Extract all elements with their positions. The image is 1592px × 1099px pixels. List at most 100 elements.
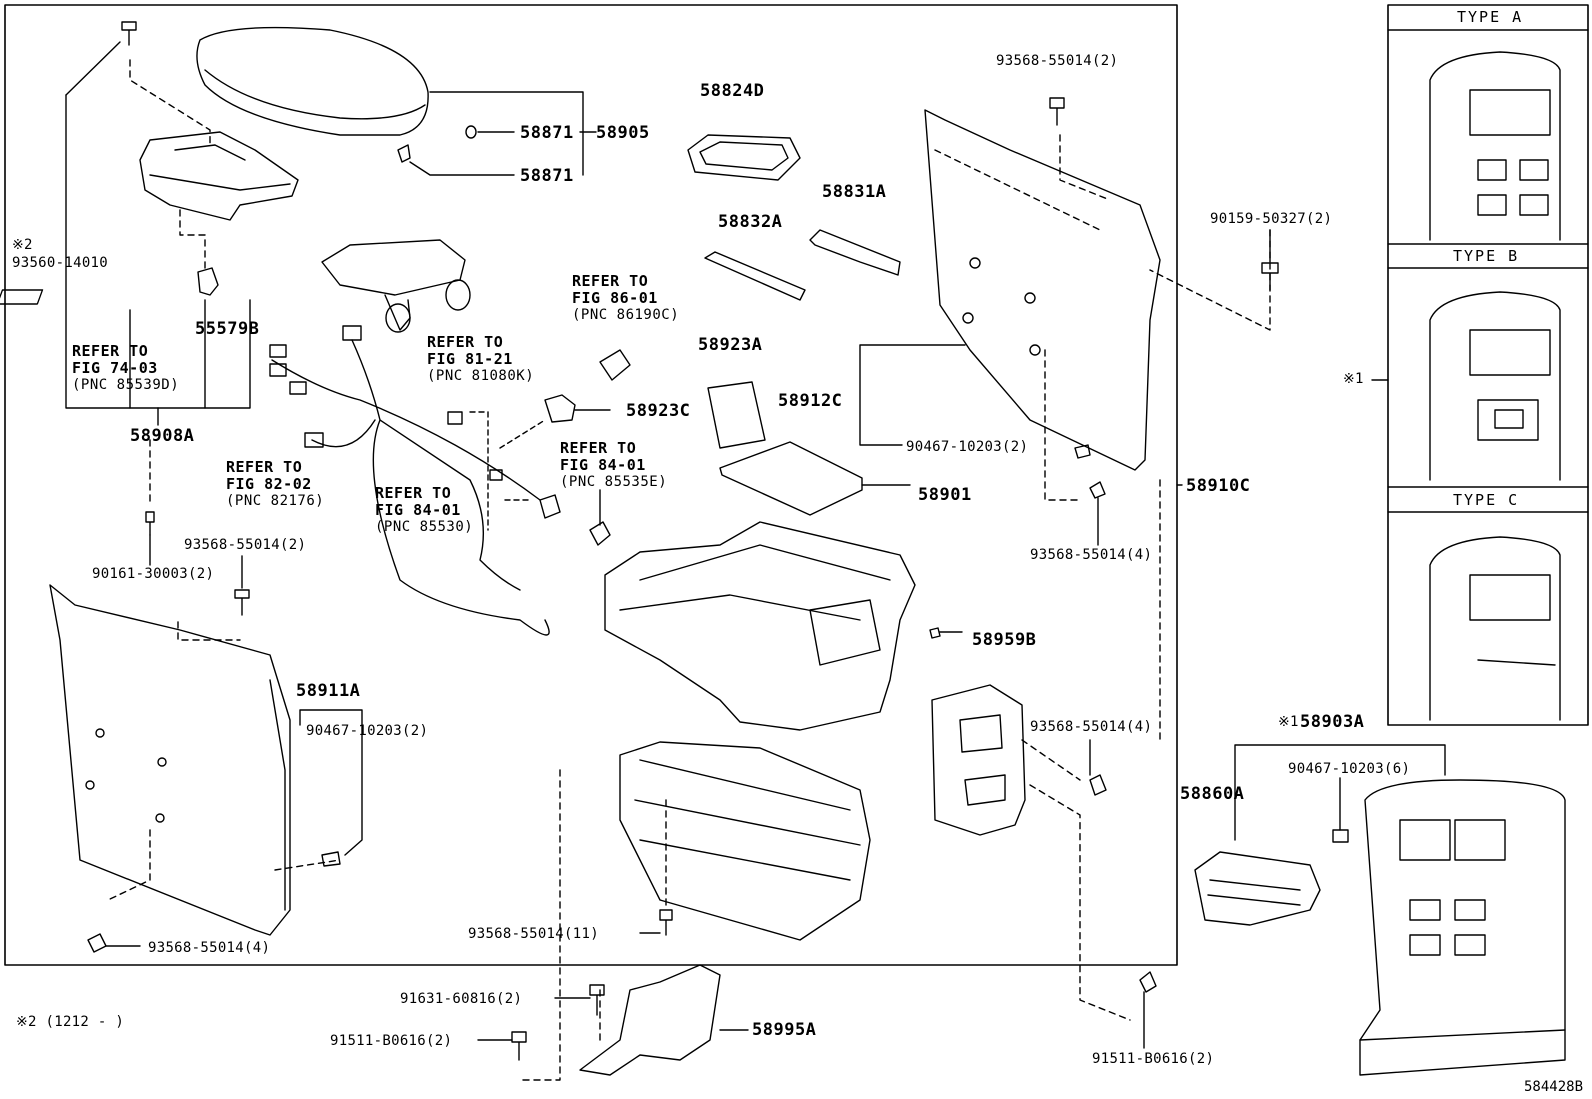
part-label-58832a[interactable]: 58832A [718, 212, 783, 232]
reference-fig-74-03[interactable]: REFER TO FIG 74-03 (PNC 85539D) [72, 343, 179, 394]
part-label-58910c[interactable]: 58910C [1186, 476, 1251, 496]
connector-6 [447, 411, 463, 425]
reference-fig-84-01-b[interactable]: REFER TO FIG 84-01 (PNC 85530) [375, 485, 473, 536]
screw-93568-right4-drawing [1089, 481, 1106, 499]
part-label-58901[interactable]: 58901 [918, 485, 972, 505]
ref-74-line3: (PNC 85539D) [72, 377, 180, 393]
ref-82-line2: FIG 82-02 [226, 475, 312, 493]
note-marker-2: ※2 (1212 - ) [16, 1014, 125, 1030]
reference-fig-84-01-a[interactable]: REFER TO FIG 84-01 (PNC 85535E) [560, 440, 667, 491]
switch-58923c-lower-drawing [544, 394, 576, 423]
part-label-58908a[interactable]: 58908A [130, 426, 195, 446]
ref-84a-line2: FIG 84-01 [560, 456, 646, 474]
type-a-panel-drawing [1429, 51, 1561, 241]
type-panel-frame [1387, 4, 1589, 726]
clip-90467-right-drawing [1074, 444, 1091, 459]
ref-74-line2: FIG 74-03 [72, 359, 158, 377]
leader-58905 [429, 91, 597, 176]
part-label-58824d[interactable]: 58824D [700, 81, 765, 101]
bracket-58995a-drawing [579, 964, 721, 1076]
ref-81-line1: REFER TO [427, 333, 504, 351]
reference-fig-81-21[interactable]: REFER TO FIG 81-21 (PNC 81080K) [427, 334, 534, 385]
part-label-58871-a[interactable]: 58871 [520, 123, 574, 143]
pad-drawing [0, 289, 44, 305]
screw-91511-right-drawing [1139, 971, 1157, 993]
fastener-label-91511-left[interactable]: 91511-B0616(2) [330, 1033, 453, 1049]
fastener-label-93568-left2[interactable]: 93568-55014(2) [184, 537, 307, 553]
ref-84b-line2: FIG 84-01 [375, 501, 461, 519]
fastener-label-91631[interactable]: 91631-60816(2) [400, 991, 523, 1007]
screw-top-left-drawing [121, 21, 137, 46]
fastener-label-93568-mid4[interactable]: 93568-55014(4) [1030, 719, 1153, 735]
reference-fig-86-01[interactable]: REFER TO FIG 86-01 (PNC 86190C) [572, 273, 679, 324]
rear-console-panel-drawing [1359, 779, 1566, 1076]
fastener-label-90159[interactable]: 90159-50327(2) [1210, 211, 1333, 227]
dash-guide-armrest [129, 59, 211, 506]
mount-plate-drawing [931, 684, 1026, 836]
type-c-label: TYPE C [1453, 491, 1520, 509]
part-label-58871-b[interactable]: 58871 [520, 166, 574, 186]
fastener-label-90467-6[interactable]: 90467-10203(6) [1288, 761, 1411, 777]
part-label-58905[interactable]: 58905 [596, 123, 650, 143]
screw-93568-left2-drawing [234, 589, 250, 616]
type-b-panel-drawing [1429, 291, 1561, 481]
screw-91511-left-drawing [511, 1031, 527, 1061]
connector-1 [342, 325, 362, 341]
screw-93568-top-drawing [1049, 97, 1065, 126]
leader-screw-93560 [65, 41, 121, 96]
clip-55579b-drawing [197, 267, 219, 296]
ref-84a-line3: (PNC 85535E) [560, 474, 668, 490]
ref-86-line1: REFER TO [572, 272, 649, 290]
screw-90161-drawing [145, 511, 155, 536]
ref-86-line3: (PNC 86190C) [572, 307, 680, 323]
clip-90467-left-drawing [321, 851, 341, 867]
part-label-58903a[interactable]: 58903A [1300, 712, 1365, 732]
type-a-label: TYPE A [1457, 8, 1524, 26]
side-panel-left-drawing [49, 584, 291, 936]
cap-58871-b-drawing [397, 144, 411, 163]
connector-4 [289, 381, 307, 395]
wire-harness-bracket-drawing [321, 239, 471, 333]
part-58903a-marker: ※1 [1278, 714, 1299, 730]
fastener-label-93568-top[interactable]: 93568-55014(2) [996, 53, 1119, 69]
part-label-58995a[interactable]: 58995A [752, 1020, 817, 1040]
fastener-label-93568-11[interactable]: 93568-55014(11) [468, 926, 599, 942]
dash-guide-mount [1021, 739, 1131, 1021]
leader-58871b [409, 161, 515, 176]
leader-58911a [299, 709, 363, 856]
connector-3 [269, 363, 287, 377]
part-label-58911a[interactable]: 58911A [296, 681, 361, 701]
part-label-58860a[interactable]: 58860A [1180, 784, 1245, 804]
tray-58824d-drawing [687, 134, 801, 181]
screw-90159-drawing [1261, 262, 1279, 291]
fastener-label-93560[interactable]: 93560-14010 [12, 255, 109, 271]
ref-81-line2: FIG 81-21 [427, 350, 513, 368]
fastener-label-90161[interactable]: 90161-30003(2) [92, 566, 215, 582]
part-label-58959b[interactable]: 58959B [972, 630, 1037, 650]
fastener-label-93568-bottom4[interactable]: 93568-55014(4) [148, 940, 271, 956]
part-label-58923a[interactable]: 58923A [698, 335, 763, 355]
dash-guide-right-panel [934, 134, 1271, 741]
ref-82-line3: (PNC 82176) [226, 493, 325, 509]
leader-58912c [859, 344, 966, 446]
part-label-58831a[interactable]: 58831A [822, 182, 887, 202]
fastener-label-90467-right[interactable]: 90467-10203(2) [906, 439, 1029, 455]
dash-guide-harness [469, 411, 546, 531]
fastener-label-90467-left[interactable]: 90467-10203(2) [306, 723, 429, 739]
fastener-label-91511-right[interactable]: 91511-B0616(2) [1092, 1051, 1215, 1067]
storage-bin-drawing [619, 741, 871, 941]
ref-74-line1: REFER TO [72, 342, 149, 360]
type-b-label: TYPE B [1453, 247, 1520, 265]
reference-fig-82-02[interactable]: REFER TO FIG 82-02 (PNC 82176) [226, 459, 324, 510]
screw-91631-drawing [589, 984, 605, 1016]
ref-84b-line1: REFER TO [375, 484, 452, 502]
cap-58871-a-drawing [465, 125, 477, 139]
fastener-label-93568-right4[interactable]: 93568-55014(4) [1030, 547, 1153, 563]
part-label-58912c[interactable]: 58912C [778, 391, 843, 411]
ref-81-line3: (PNC 81080K) [427, 368, 535, 384]
part-label-58923c[interactable]: 58923C [626, 401, 691, 421]
part-label-55579b[interactable]: 55579B [195, 319, 260, 339]
screw-93568-11-drawing [659, 909, 673, 936]
diagram-id: 584428B [1524, 1079, 1584, 1095]
